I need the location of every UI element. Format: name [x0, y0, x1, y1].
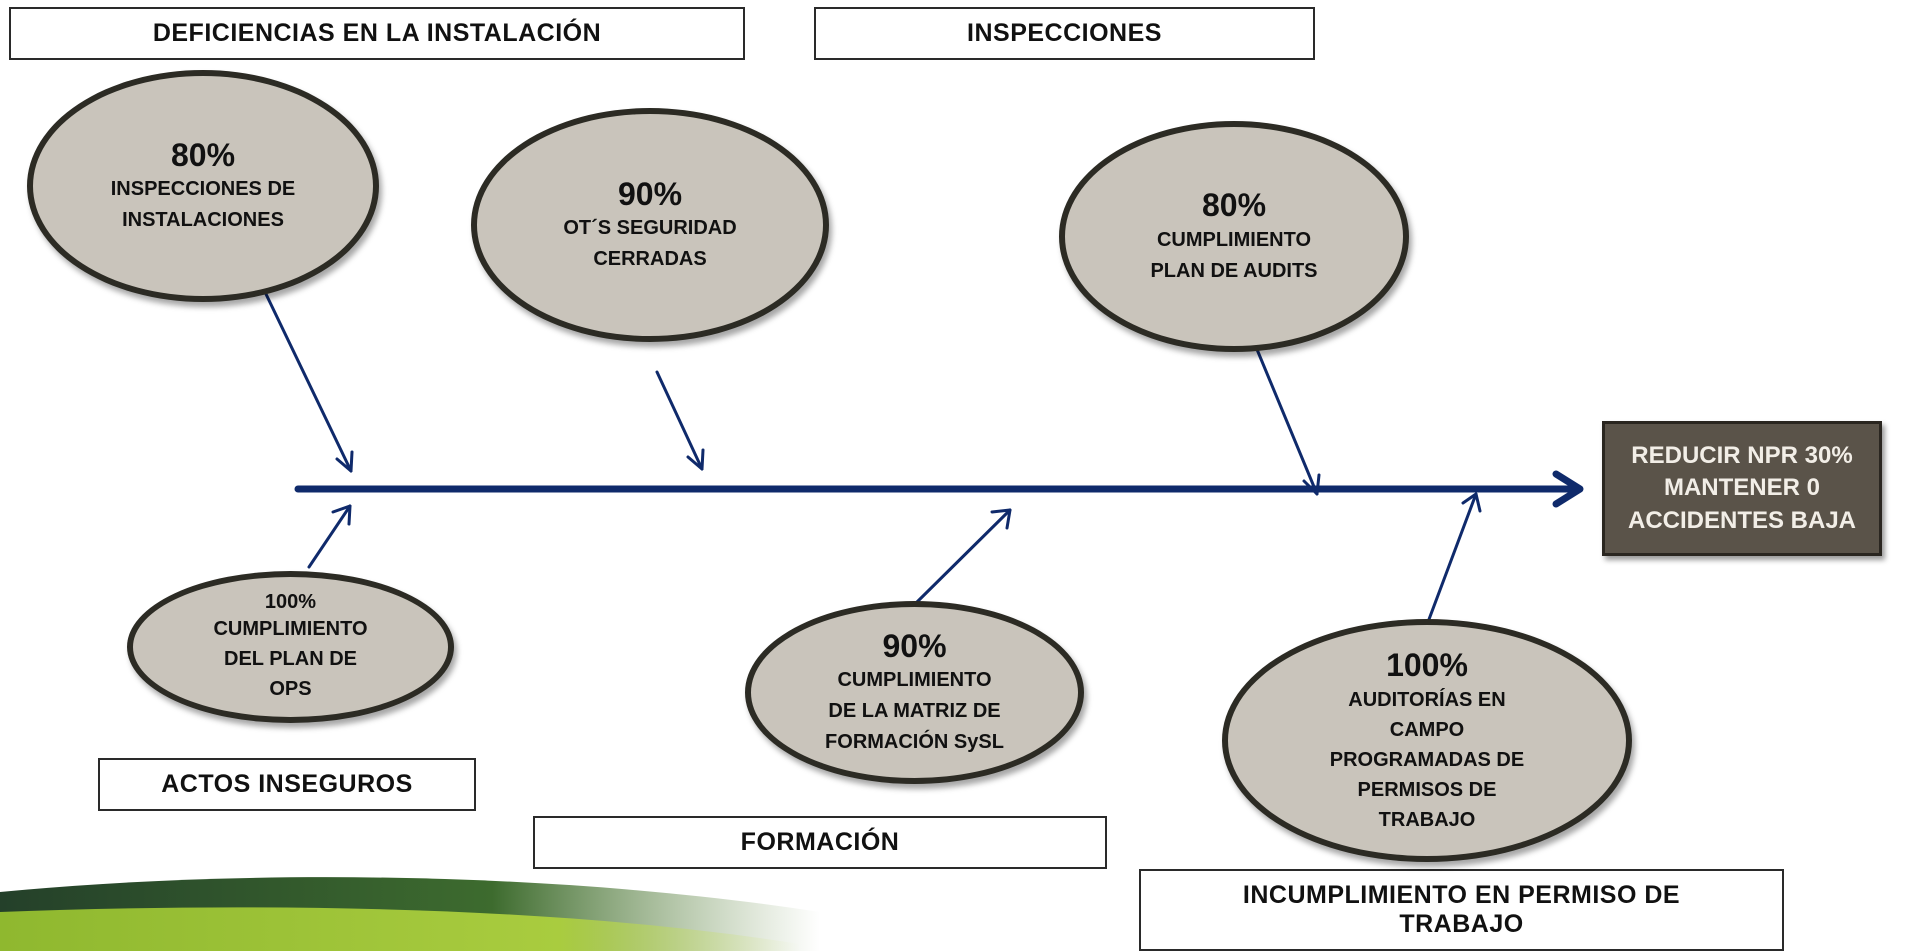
category-formacion: FORMACIÓN: [533, 816, 1107, 869]
decorative-banner-light: [0, 907, 800, 951]
spine-arrowhead: [1552, 470, 1584, 508]
bone-arrowhead: [1461, 492, 1482, 513]
metric-percentage: 90%: [882, 627, 947, 664]
bone-arrowhead: [331, 504, 352, 526]
bone-arrowhead: [335, 450, 354, 473]
category-deficiencias-instalacion: DEFICIENCIAS EN LA INSTALACIÓN: [9, 7, 745, 60]
bone-ots-seguridad: [655, 370, 704, 471]
metric-description: CUMPLIMIENTO PLAN DE AUDITS: [1150, 228, 1318, 282]
metric-percentage: 100%: [1386, 647, 1468, 684]
bone-auditorias-campo: [1426, 492, 1478, 624]
metric-plan-audits: 80% CUMPLIMIENTO PLAN DE AUDITS: [1059, 121, 1409, 352]
metric-percentage: 80%: [170, 136, 236, 173]
bone-arrowhead: [1302, 473, 1321, 496]
metric-percentage: 100%: [264, 591, 317, 613]
metric-description: CUMPLIMIENTO DE LA MATRIZ DE FORMACIÓN S…: [825, 669, 1004, 754]
bone-plan-audits: [1254, 345, 1319, 496]
bone-arrowhead: [990, 508, 1012, 530]
metric-description: CUMPLIMIENTO DEL PLAN DE OPS: [213, 618, 368, 700]
metric-description: INSPECCIONES DE INSTALACIONES: [110, 178, 296, 232]
bone-arrowhead: [686, 448, 705, 471]
metric-ots-seguridad: 90% OT´S SEGURIDAD CERRADAS: [471, 108, 829, 342]
bone-matriz-formacion: [914, 508, 1012, 605]
metric-plan-ops: 100% CUMPLIMIENTO DEL PLAN DE OPS: [127, 571, 454, 723]
metric-inspecciones-instalaciones: 80% INSPECCIONES DE INSTALACIONES: [27, 70, 379, 302]
goal-box: REDUCIR NPR 30% MANTENER 0 ACCIDENTES BA…: [1602, 421, 1882, 556]
metric-percentage: 90%: [617, 175, 683, 212]
category-inspecciones: INSPECCIONES: [814, 7, 1315, 60]
metric-auditorias-campo: 100% AUDITORÍAS EN CAMPO PROGRAMADAS DE …: [1222, 619, 1632, 862]
metric-description: OT´S SEGURIDAD CERRADAS: [563, 217, 737, 271]
bone-inspecciones-instalaciones: [263, 290, 353, 473]
category-incumplimiento-permiso: INCUMPLIMIENTO EN PERMISO DE TRABAJO: [1139, 869, 1784, 951]
category-actos-inseguros: ACTOS INSEGUROS: [98, 758, 476, 811]
bone-plan-ops: [307, 504, 352, 569]
metric-percentage: 80%: [1201, 187, 1267, 224]
metric-description: AUDITORÍAS EN CAMPO PROGRAMADAS DE PERMI…: [1329, 688, 1525, 831]
metric-matriz-formacion: 90% CUMPLIMIENTO DE LA MATRIZ DE FORMACI…: [745, 601, 1084, 784]
